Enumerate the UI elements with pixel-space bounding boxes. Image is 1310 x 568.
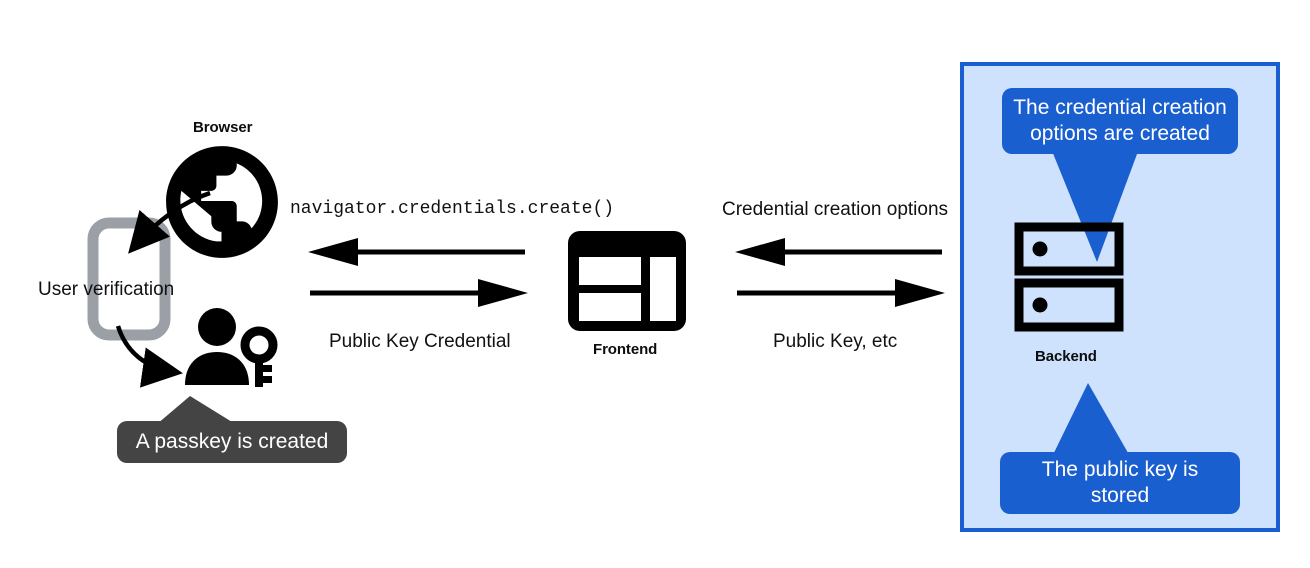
callout-bottom-text: The public key is stored — [1041, 457, 1199, 507]
user-verification-label: User verification — [38, 279, 175, 300]
message-navigator-credentials-create: navigator.credentials.create() — [290, 199, 615, 219]
arrows-browser-frontend — [308, 238, 528, 307]
message-public-key-etc: Public Key, etc — [773, 331, 898, 352]
arrow-browser-to-phone — [128, 190, 211, 254]
message-public-key-credential: Public Key Credential — [329, 331, 511, 352]
browser-label: Browser — [193, 119, 253, 136]
person-with-key-icon — [185, 308, 278, 387]
callout-passkey-created: A passkey is created — [117, 421, 347, 463]
globe-icon — [166, 146, 278, 258]
callout-credential-options-created: The credential creation options are crea… — [1002, 88, 1238, 154]
arrows-frontend-backend — [735, 238, 945, 307]
frontend-label: Frontend — [593, 341, 658, 358]
server-rack-icon — [1014, 222, 1124, 332]
bottom-callout-tail — [1048, 383, 1135, 465]
frontend-window-icon — [568, 231, 686, 331]
arrow-phone-to-person — [115, 325, 183, 388]
callout-public-key-stored: The public key is stored — [1000, 452, 1240, 514]
top-callout-tail — [1050, 146, 1140, 262]
message-credential-creation-options: Credential creation options — [722, 199, 949, 220]
backend-label: Backend — [1035, 348, 1097, 365]
callout-top-text: The credential creation options are crea… — [1013, 95, 1227, 145]
